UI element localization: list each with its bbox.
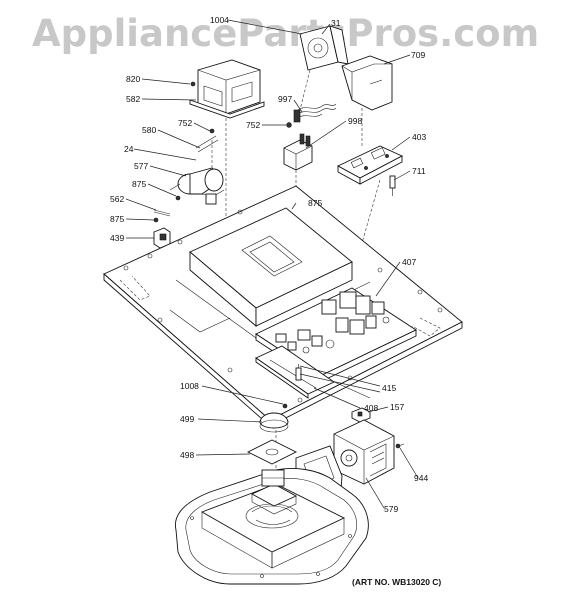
callout-875c: 875: [110, 214, 124, 224]
callout-labels: 1004 31 709 820 582 997 752 752 998 580 …: [110, 15, 428, 514]
callout-157: 157: [390, 402, 404, 412]
board-bracket: [255, 345, 335, 399]
callout-711: 711: [412, 166, 426, 176]
cavity-base: [175, 467, 369, 585]
callout-997: 997: [278, 94, 292, 104]
transformer: [189, 59, 265, 119]
thermostat-580: [195, 128, 219, 153]
sensor-711: [389, 175, 396, 196]
callout-998: 998: [348, 116, 362, 126]
watermark: AppliancePartsPros.com: [32, 12, 540, 55]
air-guide: [341, 55, 393, 111]
screw-944: [395, 443, 405, 449]
cover-box: [175, 207, 371, 339]
callout-31: 31: [331, 18, 341, 28]
fastener-562: [153, 209, 171, 217]
fan-motor: [299, 25, 349, 71]
stirrer-cap: [259, 412, 289, 433]
callout-582: 582: [126, 94, 140, 104]
leader-lines: [125, 19, 419, 509]
callout-439: 439: [110, 233, 124, 243]
callout-752a: 752: [178, 118, 192, 128]
control-board: [337, 145, 404, 185]
gasket-498: [246, 439, 298, 465]
callout-24: 24: [124, 144, 134, 154]
callout-562: 562: [110, 194, 124, 204]
callout-820: 820: [126, 74, 140, 84]
callout-944: 944: [414, 473, 428, 483]
callout-499: 499: [180, 414, 194, 424]
relay: [283, 133, 313, 171]
screw-875c: [153, 217, 159, 223]
callout-408: 408: [364, 403, 378, 413]
thermostat-157: [351, 407, 371, 423]
wire-harness: [293, 103, 337, 123]
stirrer-motor: [169, 167, 225, 205]
callout-709: 709: [411, 50, 425, 60]
callout-1008: 1008: [180, 381, 199, 391]
callout-577: 577: [134, 161, 148, 171]
screw-752b: [286, 122, 292, 128]
magnetron: [333, 419, 395, 485]
callout-407: 407: [402, 257, 416, 267]
callout-498: 498: [180, 450, 194, 460]
callout-752b: 752: [246, 120, 260, 130]
screw-1008: [282, 403, 288, 409]
callout-415: 415: [382, 383, 396, 393]
callout-1004: 1004: [210, 15, 229, 25]
callout-580: 580: [142, 125, 156, 135]
callout-579: 579: [384, 504, 398, 514]
screw-875b: [175, 195, 181, 201]
callout-403: 403: [412, 132, 426, 142]
callout-875a: 875: [132, 179, 146, 189]
art-number: (ART NO. WB13020 C): [352, 577, 442, 587]
callout-875b: 875: [308, 198, 322, 208]
